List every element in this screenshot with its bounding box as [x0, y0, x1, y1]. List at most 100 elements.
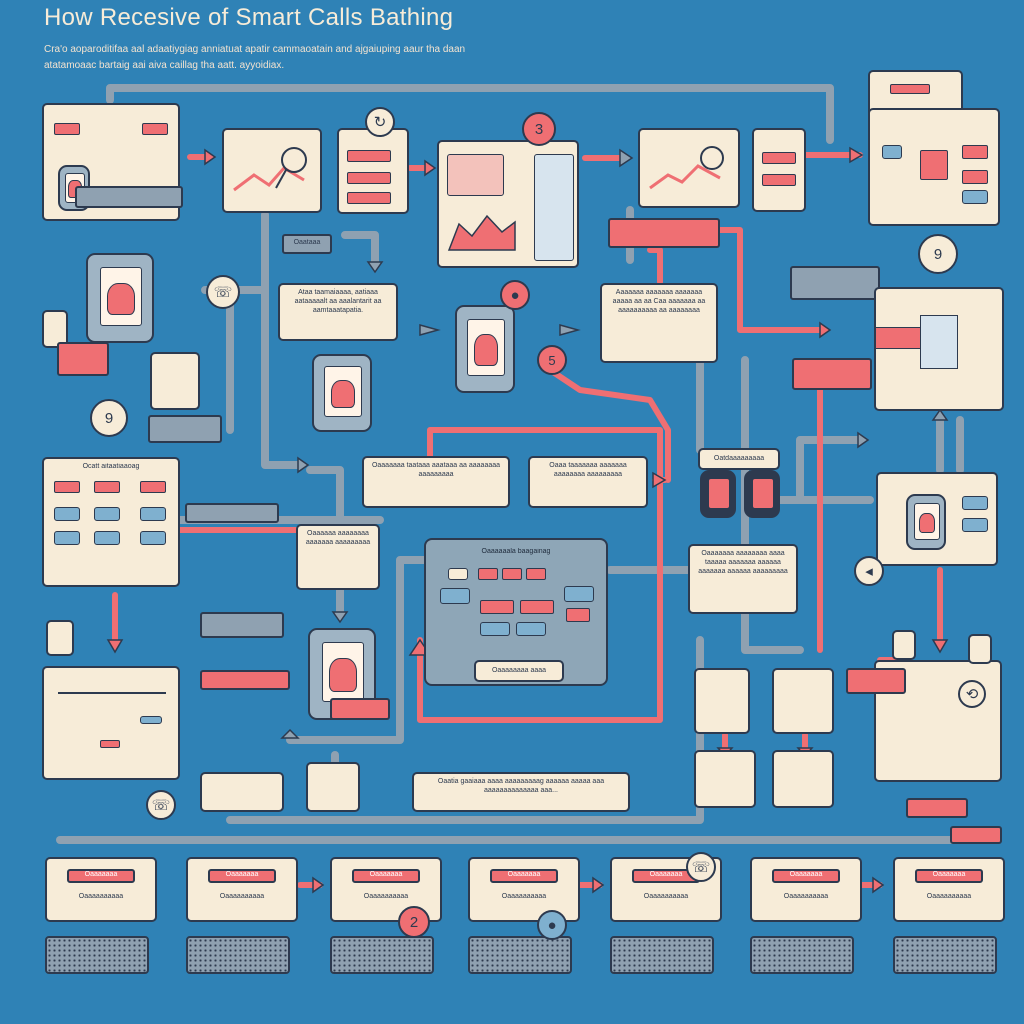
flow-note-1: Oaaaaaaa taataaa aaataaa aa aaaaaaaa aaa…: [362, 456, 510, 508]
chart-card: [222, 128, 322, 213]
tag-chip: [142, 123, 168, 135]
dashboard-card: [437, 140, 579, 268]
user-icon: ●: [537, 910, 567, 940]
step-badge-9-left: 9: [90, 399, 128, 437]
status-chip: [347, 150, 391, 162]
step-title: Oaaaaaaa: [649, 871, 683, 878]
placeholder-block: [750, 936, 854, 974]
status-chip: [762, 152, 796, 164]
step-caption: Oaaaaaaaaaa: [926, 893, 972, 900]
highlight-label: [950, 826, 1002, 844]
step-tag: [772, 869, 840, 883]
step-caption: Oaaaaaaaaaa: [363, 893, 409, 900]
status-card: [337, 128, 409, 214]
tag-chip: [890, 84, 930, 94]
status-chip: [347, 172, 391, 184]
key: [54, 481, 80, 493]
mini-document: [892, 630, 916, 660]
step-badge-3: 3: [522, 112, 556, 146]
step-badge-5: 5: [537, 345, 567, 375]
mini-document: [46, 620, 74, 656]
placeholder-block: [893, 936, 997, 974]
key: [566, 608, 590, 622]
key: [480, 600, 514, 614]
step-tag: [915, 869, 983, 883]
key: [94, 531, 120, 545]
side-pane: [534, 154, 574, 261]
grid-card-right: [876, 472, 998, 566]
note-text: Aaaaaaa aaaaaaa aaaaaaa aaaaa aa aa Caa …: [612, 289, 706, 314]
status-chip: [762, 174, 796, 186]
hub-button: Oaaaaaaaa aaaa: [474, 660, 564, 682]
step-caption: Oaaaaaaaaaa: [783, 893, 829, 900]
slider-knob: [100, 740, 120, 748]
placeholder-block: [186, 936, 290, 974]
grid-cell: [962, 190, 988, 204]
keyboard-panel: Ocatt aitaatiaaoag: [42, 457, 180, 587]
mobile-device-icon: [312, 354, 372, 432]
key: [140, 507, 166, 521]
call-icon: ↻: [365, 107, 395, 137]
note-text: Oaaaaaaa taataaa aaataaa aa aaaaaaaa aaa…: [371, 462, 501, 478]
info-bar: [75, 186, 183, 208]
grid-cell: [962, 518, 988, 532]
key: [448, 568, 468, 580]
step-title: Oaaaaaaa: [84, 871, 118, 878]
step-tag: [208, 869, 276, 883]
highlight-label: [906, 798, 968, 818]
line-chart-icon: [233, 147, 307, 192]
sync-icon: ⟲: [958, 680, 986, 708]
placeholder-block: [468, 936, 572, 974]
step-tag: [352, 869, 420, 883]
services-label-box: Oaataaa: [282, 234, 332, 254]
device-icon: [700, 470, 736, 518]
device-icon: [744, 470, 780, 518]
panel-title: Oaaaaaala baagainag: [481, 548, 551, 555]
key: [140, 481, 166, 493]
step-title: Oaaaaaaa: [932, 871, 966, 878]
key: [140, 531, 166, 545]
note-text: Oaaaaaaa aaaaaaaa aaaa taaaaa aaaaaaa aa…: [698, 550, 788, 575]
panel-header: Ocatt aitaatiaaoag: [82, 463, 140, 470]
thumbnail: [920, 315, 958, 369]
area-chart-icon: [447, 214, 516, 251]
mobile-device-icon: [86, 253, 154, 343]
grid-cell: [962, 145, 988, 159]
key: [502, 568, 522, 580]
note-pill: [200, 612, 284, 638]
thumbnail: [447, 154, 504, 196]
key: [526, 568, 546, 580]
key: [94, 507, 120, 521]
grid-card: [868, 108, 1000, 226]
highlight-label: [330, 698, 390, 720]
hub-button-label: Oaaaaaaaa aaaa: [491, 667, 547, 674]
mini-note: [306, 762, 360, 812]
step-title: Oaaaaaaa: [507, 871, 541, 878]
note-pill: [185, 503, 279, 523]
highlight-label: [846, 668, 906, 694]
subtitle-line-2: atatamoaac bartaig aai aiva caillag tha …: [44, 60, 285, 71]
info-note-right: Aaaaaaa aaaaaaa aaaaaaa aaaaa aa aa Caa …: [600, 283, 718, 363]
mini-document: [968, 634, 992, 664]
bottom-info-note: Oaatia gaaiaaa aaaa aaaaaaaaag aaaaaa aa…: [412, 772, 630, 812]
key: [54, 507, 80, 521]
divider: [58, 692, 166, 694]
step-badge-9: 9: [918, 234, 958, 274]
step-tag: [67, 869, 135, 883]
grid-cell: [882, 145, 902, 159]
key: [564, 586, 594, 602]
key: [94, 481, 120, 493]
note-text: Oaatia gaaiaaa aaaa aaaaaaaaag aaaaaa aa…: [437, 778, 605, 794]
grid-cell: [962, 170, 988, 184]
return-arrow-icon: ◂: [854, 556, 884, 586]
grid-cell: [962, 496, 988, 510]
services-label: Oaataaa: [293, 239, 321, 246]
line-chart-icon: [649, 146, 724, 190]
mini-note: [772, 750, 834, 808]
subtitle-line-1: Cra'o aoparoditifaa aal adaatiygiag anni…: [44, 44, 466, 55]
key: [478, 568, 498, 580]
